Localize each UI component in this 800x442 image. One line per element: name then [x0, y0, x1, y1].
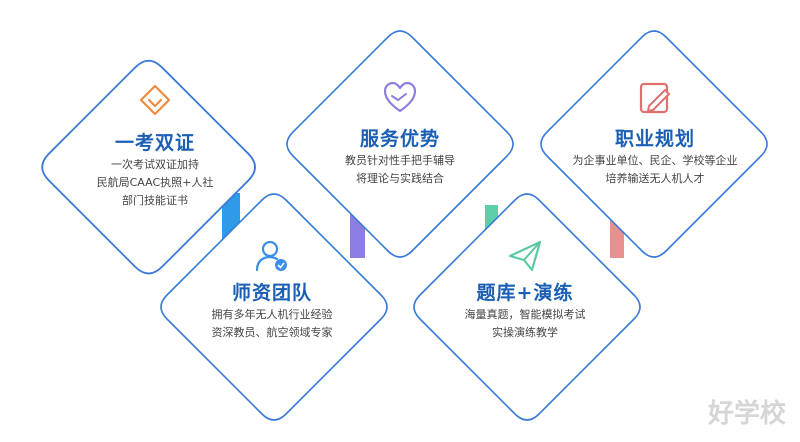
card-desc-line: 教员针对性手把手辅导	[345, 154, 455, 167]
teacher-avatar-icon	[255, 240, 287, 272]
card-desc-line: 资深教员、航空领域专家	[211, 326, 333, 339]
feature-card-career: 职业规划 为企事业单位、民企、学校等企业 培养输送无人机人才	[540, 50, 770, 280]
card-desc-line: 实操演练教学	[492, 326, 558, 339]
feature-card-question-bank: 题库+演练 海量真题，智能模拟考试 实操演练教学	[410, 212, 640, 442]
diamond-frame-1	[41, 59, 256, 275]
card-desc-line: 为企事业单位、民企、学校等企业	[572, 154, 738, 167]
pencil-note-icon	[639, 82, 670, 114]
card-desc-line: 将理论与实践结合	[356, 172, 444, 185]
card-desc-line: 培养输送无人机人才	[605, 172, 705, 185]
card-description: 一次考试双证加持 民航局CAAC执照+人社 部门技能证书	[40, 156, 270, 210]
feature-card-dual-certificate: 一考双证 一次考试双证加持 民航局CAAC执照+人社 部门技能证书	[40, 50, 270, 280]
card-desc-line: 拥有多年无人机行业经验	[211, 308, 333, 321]
card-description: 拥有多年无人机行业经验 资深教员、航空领域专家	[157, 306, 387, 342]
card-description: 教员针对性手把手辅导 将理论与实践结合	[285, 152, 515, 188]
card-title: 师资团队	[231, 282, 312, 304]
card-desc-line: 一次考试双证加持	[111, 158, 199, 171]
card-title: 一考双证	[114, 132, 195, 154]
card-title: 题库+演练	[476, 282, 574, 304]
diamond-heart-icon	[139, 84, 171, 116]
card-desc-line: 海量真题，智能模拟考试	[464, 308, 586, 321]
card-title: 职业规划	[614, 128, 695, 150]
diamond-frame-3	[540, 30, 768, 258]
feature-card-faculty: 师资团队 拥有多年无人机行业经验 资深教员、航空领域专家	[157, 212, 387, 442]
diamond-frame-5	[413, 193, 641, 421]
card-desc-line: 民航局CAAC执照+人社	[96, 176, 214, 189]
watermark-logo: 好学校	[707, 399, 786, 429]
card-description: 为企事业单位、民企、学校等企业 培养输送无人机人才	[540, 152, 770, 188]
diamond-frame-4	[160, 193, 388, 421]
handshake-heart-icon	[383, 81, 417, 113]
card-title: 服务优势	[359, 128, 440, 150]
card-desc-line: 部门技能证书	[122, 194, 188, 207]
paper-plane-icon	[508, 240, 542, 272]
feature-card-service: 服务优势 教员针对性手把手辅导 将理论与实践结合	[285, 50, 515, 280]
card-description: 海量真题，智能模拟考试 实操演练教学	[410, 306, 640, 342]
diamond-frame-2	[286, 30, 514, 258]
